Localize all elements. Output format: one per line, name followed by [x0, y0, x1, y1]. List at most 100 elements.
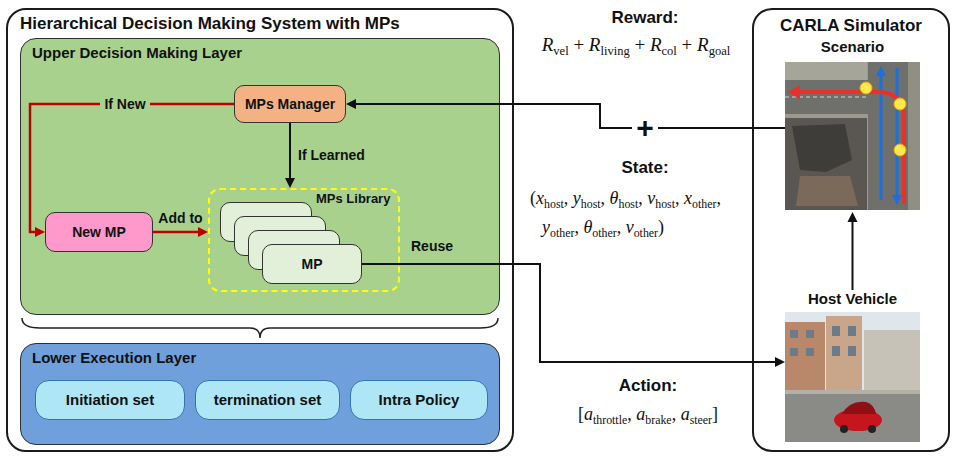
math-subscript: host — [544, 197, 564, 211]
math-symbol: y — [542, 217, 550, 237]
section-heading: State: — [621, 158, 668, 178]
math-symbol: y — [573, 188, 581, 208]
panel-title: MPs Library — [316, 191, 400, 207]
stacked-mp-card — [220, 202, 312, 242]
execution-box: termination set — [195, 380, 340, 420]
math-symbol: R — [697, 34, 709, 55]
math-text: ] — [712, 404, 718, 424]
node-background — [752, 8, 950, 452]
math-text: , — [574, 217, 583, 237]
action-vector: [athrottle, abrake, asteer] — [578, 404, 718, 425]
math-symbol: θ — [610, 188, 619, 208]
label-holder: Reward: — [611, 8, 678, 28]
node-background — [20, 38, 500, 315]
math-symbol: θ — [583, 217, 592, 237]
layer-box: Lower Execution LayerInitiation set termi… — [20, 343, 500, 445]
stacked-mp-card — [234, 216, 326, 256]
math-text: , — [601, 188, 610, 208]
picture-heading: Host Vehicle — [785, 290, 920, 308]
connector-line — [852, 222, 854, 290]
box-label: MPs Manager — [245, 96, 335, 113]
section-heading: Action: — [619, 376, 678, 396]
math-symbol: x — [536, 188, 544, 208]
section-heading: Reward: — [611, 8, 678, 28]
math-text: , — [672, 404, 681, 424]
math-subscript: other — [550, 226, 574, 240]
math-symbol: v — [626, 217, 634, 237]
edge-note: Reuse — [411, 238, 453, 254]
execution-box: Intra Policy — [350, 380, 488, 420]
math-text: ( — [530, 188, 536, 208]
system-panel: Hierarchical Decision Making System with… — [6, 8, 514, 452]
manager-box: MPs Manager — [234, 85, 346, 123]
math-text: , — [627, 404, 636, 424]
scenario-picture — [785, 62, 920, 210]
math-text: ) — [658, 217, 664, 237]
mp-box: MP — [262, 244, 362, 284]
math-symbol: R — [589, 34, 601, 55]
math-text: + — [630, 34, 650, 55]
math-subscript: living — [600, 44, 629, 58]
plus-sign: + — [632, 113, 658, 143]
box-label: Intra Policy — [379, 391, 460, 409]
math-symbol: a — [584, 404, 593, 424]
edge-label: Add to — [158, 210, 202, 227]
label-holder: Action: — [619, 376, 678, 396]
math-subscript: goal — [709, 44, 731, 58]
math-symbol: x — [684, 188, 692, 208]
math-text: , — [716, 188, 721, 208]
math-subscript: other — [692, 197, 716, 211]
picture-heading: Scenario — [785, 38, 920, 56]
label-holder: Reuse — [411, 238, 453, 254]
math-subscript: host — [655, 197, 675, 211]
label-holder: State: — [621, 158, 668, 178]
math-subscript: other — [634, 226, 658, 240]
math-symbol: a — [681, 404, 690, 424]
box-label: termination set — [214, 391, 322, 409]
host-vehicle-picture — [785, 312, 920, 442]
math-symbol: a — [636, 404, 645, 424]
panel-title: Hierarchical Decision Making System with… — [20, 14, 500, 34]
edge-label: If New — [100, 96, 149, 113]
math-subscript: brake — [645, 413, 671, 427]
math-text: + — [569, 34, 589, 55]
panel-title: CARLA Simulator — [756, 16, 946, 36]
math-text: , — [564, 188, 573, 208]
math-text: , — [675, 188, 684, 208]
label-holder: If New — [100, 96, 149, 113]
connector-line — [153, 231, 198, 234]
label-holder: Add to — [158, 210, 202, 227]
panel-title: Lower Execution Layer — [32, 349, 488, 367]
math-subscript: throttle — [593, 413, 627, 427]
panel-title: Upper Decision Making Layer — [32, 44, 488, 62]
label-holder: If Learned — [298, 147, 365, 164]
box-label: Initiation set — [66, 391, 154, 409]
node-background — [785, 290, 920, 446]
math-subscript: col — [662, 44, 677, 58]
math-subscript: other — [592, 226, 616, 240]
picture-node: Scenario — [785, 38, 920, 212]
new-mp-box: New MP — [45, 212, 153, 252]
math-subscript: host — [618, 197, 638, 211]
math-text: [ — [578, 404, 584, 424]
label-holder: (xhost, yhost, θhost, vhost, xother, yot… — [530, 184, 748, 242]
math-symbol: R — [650, 34, 662, 55]
math-symbol: R — [542, 34, 554, 55]
label-holder: [athrottle, abrake, asteer] — [578, 404, 718, 425]
library-region: MPs LibraryMP — [208, 188, 400, 292]
edge-label: If Learned — [298, 147, 365, 164]
layer-box: Upper Decision Making LayerMPs ManagerNe… — [20, 38, 500, 315]
picture-node: Host Vehicle — [785, 290, 920, 446]
node-background — [785, 38, 920, 212]
label-holder: + — [632, 113, 658, 143]
math-text: , — [638, 188, 647, 208]
label-holder: Rvel + Rliving + Rcol + Rgoal — [542, 34, 731, 56]
math-text: , — [617, 217, 626, 237]
execution-box: Initiation set — [35, 380, 185, 420]
math-text: + — [677, 34, 697, 55]
state-vector: (xhost, yhost, θhost, vhost, xother, yot… — [530, 184, 748, 242]
box-label: MP — [302, 256, 323, 273]
math-symbol: v — [647, 188, 655, 208]
